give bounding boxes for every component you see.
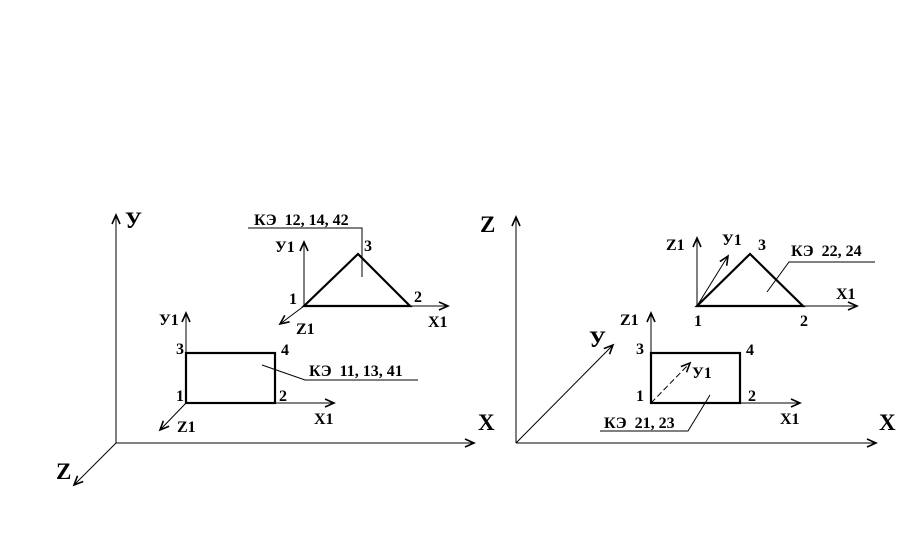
node-3: 3	[758, 237, 766, 254]
node-2: 2	[279, 388, 287, 405]
node-1: 1	[289, 291, 297, 308]
leader-line	[766, 261, 875, 293]
axis-label-y: У	[589, 327, 606, 352]
node-3: 3	[176, 341, 184, 358]
axis-label-z: Z	[480, 212, 495, 237]
leader-line	[261, 364, 418, 381]
node-3: 3	[364, 238, 372, 255]
node-1: 1	[176, 388, 184, 405]
node-3: 3	[636, 341, 644, 358]
node-2: 2	[414, 289, 422, 306]
node-2: 2	[800, 313, 808, 330]
label-y1: У1	[159, 312, 179, 329]
rect-element-left: У1 X1 Z1 3 4 1 2 КЭ 11, 13, 41	[158, 311, 418, 436]
label-x1: X1	[428, 314, 448, 331]
global-y-axis	[515, 343, 615, 444]
node-4: 4	[281, 342, 289, 359]
local-y1-axis	[650, 361, 692, 404]
axis-label-z: Z	[56, 459, 71, 484]
label-z1: Z1	[177, 419, 196, 436]
tri-element-left: У1 X1 Z1 1 2 3 КЭ 12, 14, 42	[248, 212, 450, 338]
element-label: КЭ 21, 23	[604, 415, 675, 432]
label-y1: У1	[722, 232, 742, 249]
element-label: КЭ 11, 13, 41	[309, 363, 403, 380]
label-z1: Z1	[620, 312, 639, 329]
label-x1: X1	[314, 411, 334, 428]
node-1: 1	[694, 313, 702, 330]
local-y1-axis	[696, 254, 730, 307]
triangle-shape	[694, 252, 806, 308]
right-diagram: Z X У Z1 X1 У1 3 4 1 2 КЭ 21, 23 Z1 X1 У…	[480, 212, 896, 448]
axis-label-y: У	[125, 208, 142, 233]
node-4: 4	[746, 342, 754, 359]
label-z1: Z1	[296, 321, 315, 338]
node-1: 1	[636, 388, 644, 405]
axis-label-x: X	[879, 410, 896, 435]
local-z1-axis	[158, 402, 187, 432]
label-x1: X1	[780, 411, 800, 428]
triangle-shape	[301, 252, 413, 308]
local-z1-axis	[278, 305, 305, 326]
label-y1: У1	[275, 239, 295, 256]
node-2: 2	[748, 388, 756, 405]
label-x1: X1	[836, 286, 856, 303]
global-z-axis	[72, 442, 117, 487]
label-y1: У1	[692, 365, 712, 382]
rect-element-right: Z1 X1 У1 3 4 1 2 КЭ 21, 23	[600, 311, 802, 432]
rect-shape	[184, 351, 277, 405]
element-label: КЭ 12, 14, 42	[254, 212, 349, 229]
axis-label-x: X	[478, 410, 495, 435]
element-label: КЭ 22, 24	[791, 243, 862, 260]
tri-element-right: Z1 X1 У1 1 2 3 КЭ 22, 24	[666, 232, 875, 330]
left-diagram: У X Z У1 X1 Z1 3 4 1 2 КЭ 11, 13, 41 У1 …	[56, 208, 495, 487]
label-z1: Z1	[666, 237, 685, 254]
leader-line	[600, 394, 711, 432]
leader-line	[248, 227, 363, 277]
